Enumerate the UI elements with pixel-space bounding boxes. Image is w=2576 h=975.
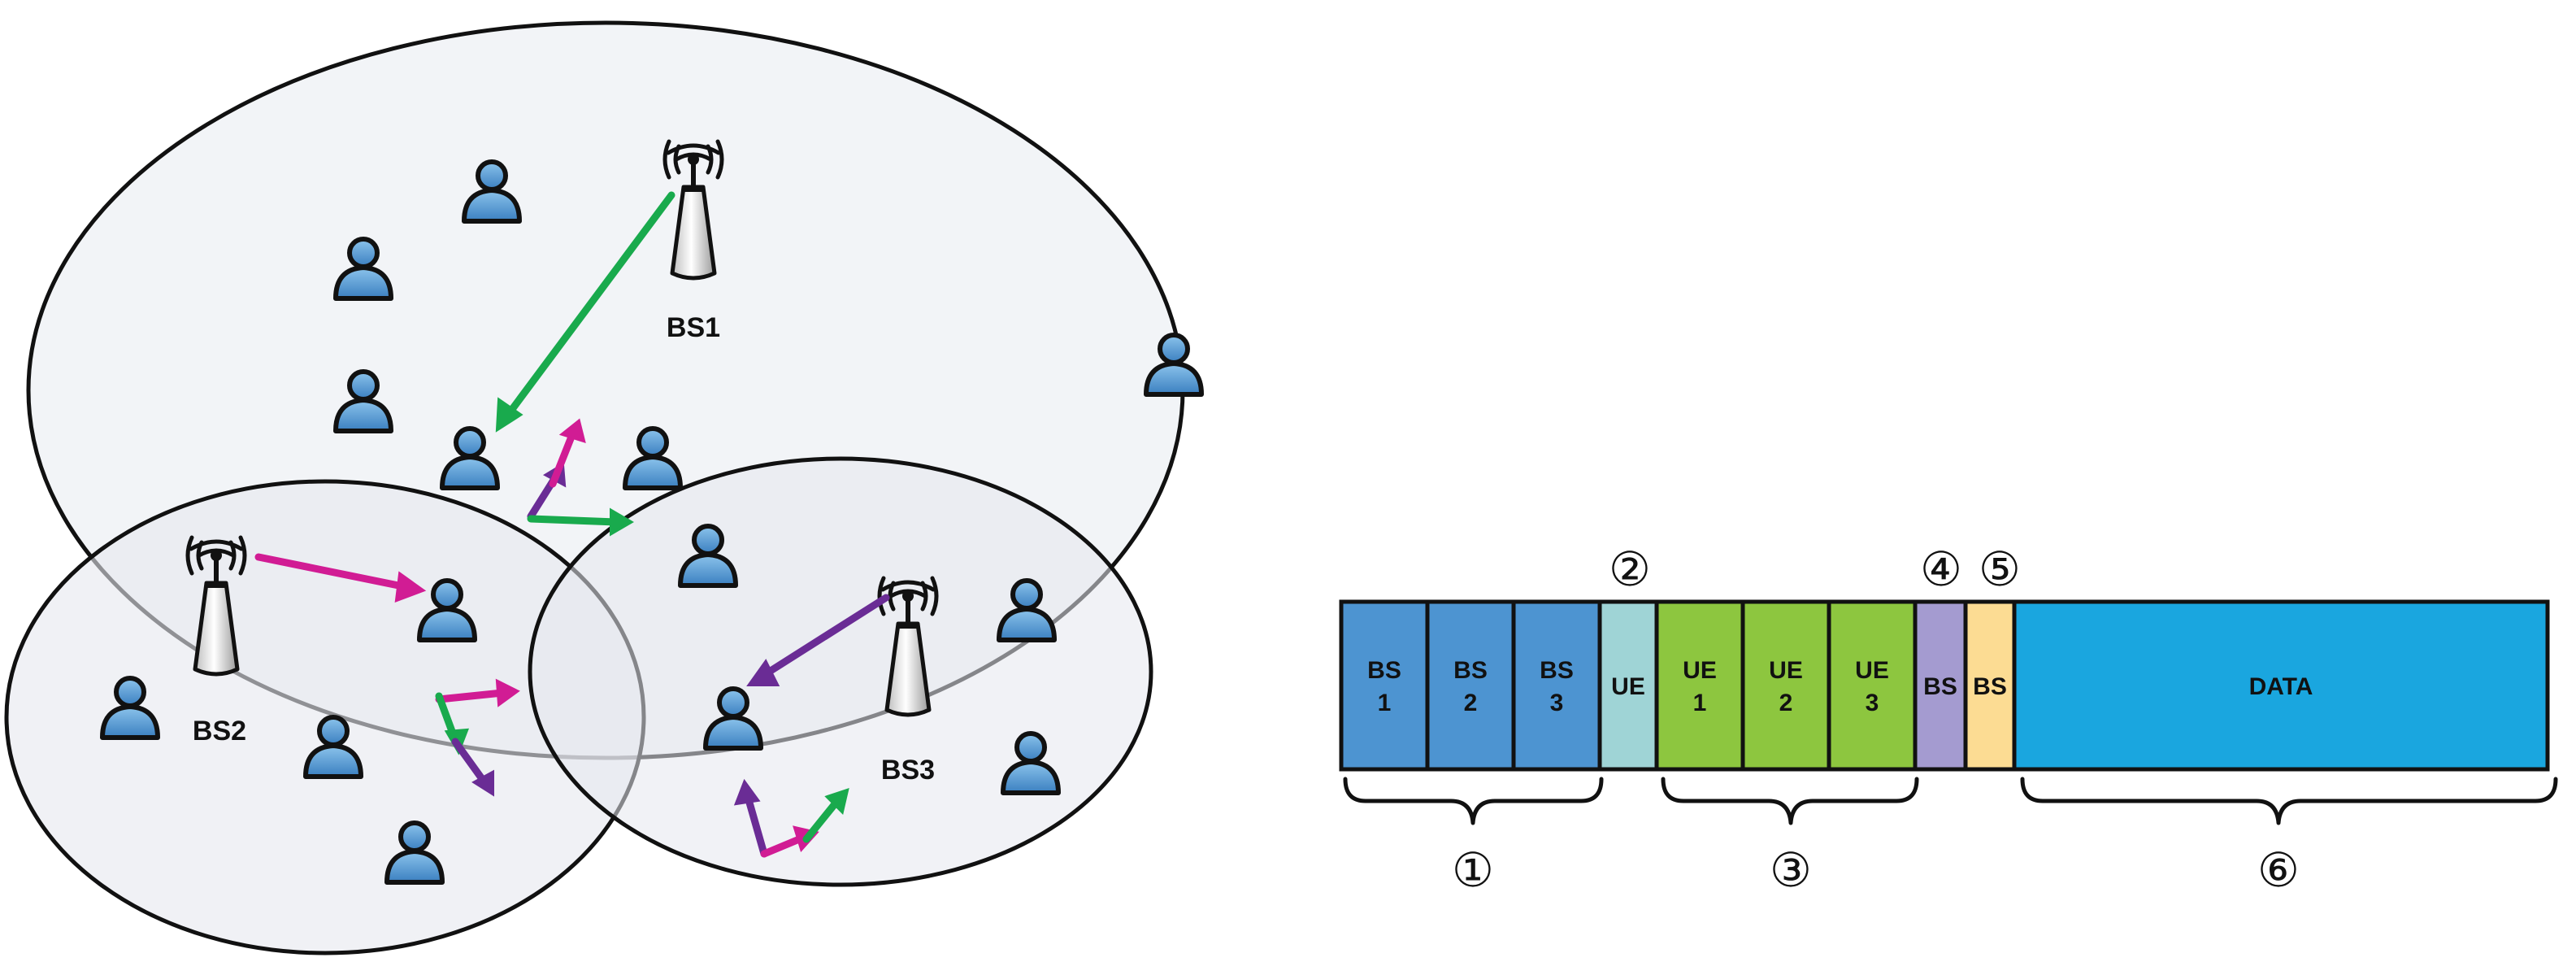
- marker-6: ⑥: [2257, 844, 2300, 897]
- arrowhead: [824, 787, 849, 815]
- frame-segment-label: BS: [1453, 657, 1488, 684]
- arrowhead: [495, 397, 523, 433]
- arrowhead: [471, 769, 494, 797]
- brace-1: [1343, 777, 1604, 825]
- bs3-label: BS3: [881, 755, 935, 786]
- frame-structure: BS 1 BS 2 BS 3 UE UE 1 UE 2 UE 3 BS BS DATA: [1339, 599, 2550, 772]
- marker-5: ⑤: [1979, 543, 2021, 596]
- frame-segment-label: 3: [1550, 690, 1564, 716]
- base-station-labels: BS1 BS2 BS3: [193, 312, 935, 786]
- frame-segment-label: 3: [1866, 690, 1879, 716]
- marker-2: ②: [1609, 543, 1651, 596]
- frame-segment-label: BS: [1540, 657, 1574, 684]
- frame-segment-bs-purple: [1913, 599, 1968, 772]
- arrow-vector: [435, 689, 506, 703]
- frame-segment-label: 2: [1779, 690, 1793, 716]
- frame-segment-label: 1: [1693, 690, 1707, 716]
- frame-segment-ue-1: [1654, 599, 1745, 772]
- brace-6: [2020, 777, 2558, 825]
- frame-braces: [1343, 777, 2558, 825]
- frame-segment-label: 2: [1464, 690, 1478, 716]
- arrow-bs2-to-user: [254, 553, 411, 591]
- frame-segment-label: BS: [1923, 673, 1957, 700]
- frame-segment-bs-1: [1339, 599, 1430, 772]
- arrow-vector: [760, 834, 807, 858]
- frame-segment-label: BS: [1973, 673, 2007, 700]
- frame-segment-label: UE: [1769, 657, 1803, 684]
- frame-segment-bs-yellow: [1963, 599, 2017, 772]
- bs1-label: BS1: [667, 312, 720, 343]
- arrow-bs3-to-user: [760, 594, 890, 679]
- frame-segment-bs-3: [1511, 599, 1602, 772]
- frame-segment-label: BS: [1367, 657, 1401, 684]
- brace-3: [1661, 777, 1919, 825]
- frame-segment-label: UE: [1683, 657, 1717, 684]
- frame-segment-bs-2: [1425, 599, 1516, 772]
- arrow-vector: [802, 797, 841, 843]
- frame-segment-label: DATA: [2249, 673, 2313, 700]
- frame-segment-label: UE: [1611, 673, 1645, 700]
- arrowhead: [495, 678, 520, 707]
- frame-segment-ue: [1597, 599, 1659, 772]
- marker-3: ③: [1770, 844, 1812, 897]
- arrow-vector: [549, 429, 577, 488]
- arrowhead: [394, 571, 427, 603]
- arrowhead: [746, 659, 780, 686]
- frame-segment-label: 1: [1378, 690, 1392, 716]
- arrowhead: [558, 418, 586, 443]
- arrowhead: [610, 507, 634, 537]
- arrow-vector: [527, 515, 620, 526]
- frame-segment-data: [2012, 599, 2550, 772]
- frame-segment-label: UE: [1855, 657, 1889, 684]
- marker-1: ①: [1452, 844, 1494, 897]
- arrow-vector: [451, 738, 489, 786]
- frame-segment-ue-2: [1740, 599, 1831, 772]
- frame-markers: ① ② ③ ④ ⑤ ⑥: [1452, 543, 2300, 897]
- arrowhead: [733, 778, 761, 806]
- coverage-cells: [4, 20, 1185, 955]
- arrow-bs1-to-user: [504, 191, 675, 419]
- frame-segment-ue-3: [1827, 599, 1918, 772]
- bs2-label: BS2: [193, 716, 246, 746]
- signal-arrows: [254, 191, 890, 858]
- arrow-vector: [744, 793, 768, 858]
- marker-4: ④: [1920, 543, 1962, 596]
